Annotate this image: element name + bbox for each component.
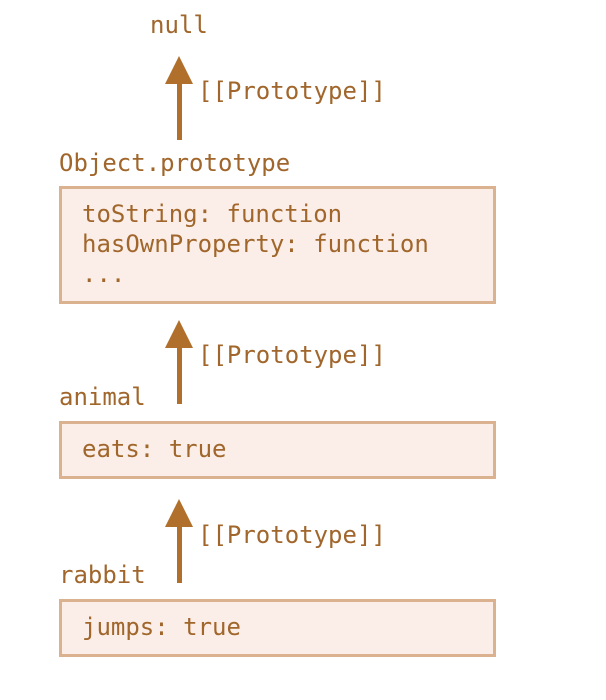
rabbit-property: jumps: true xyxy=(82,613,241,641)
rabbit-box: jumps: true xyxy=(59,599,496,657)
prototype-arrow-1 xyxy=(165,56,193,140)
object-prototype-ellipsis: ... xyxy=(82,260,126,288)
animal-name: animal xyxy=(59,383,146,411)
object-prototype-name: Object.prototype xyxy=(59,149,291,177)
prototype-arrow-3 xyxy=(165,499,193,583)
animal-box: eats: true xyxy=(59,421,496,479)
object-prototype-property: hasOwnProperty: function xyxy=(82,230,429,258)
prototype-link-label-2: [[Prototype]] xyxy=(198,341,386,369)
object-prototype-box: toString: function hasOwnProperty: funct… xyxy=(59,186,496,304)
prototype-link-label-1: [[Prototype]] xyxy=(198,77,386,105)
null-label: null xyxy=(150,11,208,39)
prototype-arrow-2 xyxy=(165,320,193,404)
rabbit-name: rabbit xyxy=(59,561,146,589)
object-prototype-property: toString: function xyxy=(82,200,343,228)
animal-property: eats: true xyxy=(82,435,227,463)
prototype-link-label-3: [[Prototype]] xyxy=(198,521,386,549)
